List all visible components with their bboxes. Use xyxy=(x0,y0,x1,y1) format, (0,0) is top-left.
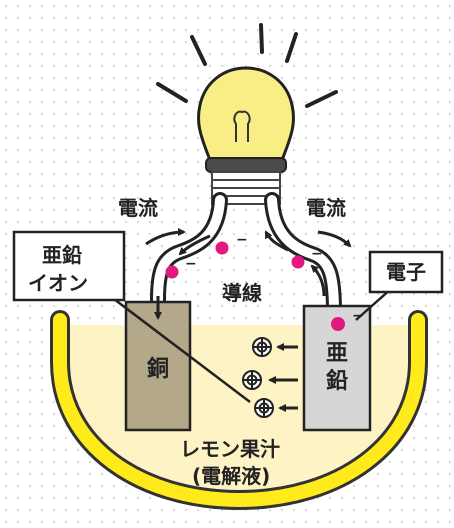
bulb-base xyxy=(205,157,287,173)
electron-sign: − xyxy=(352,308,364,324)
arrow-icon xyxy=(310,264,326,297)
wire-label: 導線 xyxy=(222,281,262,305)
electron-sign: − xyxy=(185,256,197,272)
current-arrows xyxy=(145,228,352,248)
zinc-plate xyxy=(302,304,372,432)
electrolyte-label: (電解液) xyxy=(192,464,270,488)
electron-pointer xyxy=(355,287,393,321)
zinc-ion-plus-icon xyxy=(254,398,274,418)
lemon-juice-label: レモン果汁 xyxy=(180,437,280,461)
electron-label: 電子 xyxy=(386,260,426,284)
electron-dot-icon: − xyxy=(331,308,364,331)
electron-callout: 電子 xyxy=(368,250,444,294)
zinc-ion-plus-icon xyxy=(252,337,272,357)
electron-dot-icon: − xyxy=(291,246,323,269)
bulb-filament xyxy=(233,110,251,142)
electron-arrows xyxy=(154,230,326,320)
copper-label: 銅 xyxy=(147,356,169,382)
arrow-icon xyxy=(317,230,352,248)
electron-dot-icon: − xyxy=(215,232,248,255)
electron-sign: − xyxy=(311,246,323,262)
arrow-icon xyxy=(145,228,186,246)
zinc-ion-label-line2: イオン xyxy=(28,271,88,295)
zinc-ions xyxy=(242,337,274,418)
zinc-ion-plus-icon xyxy=(242,370,262,390)
copper-plate xyxy=(124,300,192,432)
light-bulb-icon xyxy=(196,66,296,205)
zinc-ion-callout: 亜鉛 イオン xyxy=(12,230,126,302)
zinc-label-line1: 亜 xyxy=(326,341,348,366)
current-label-left: 電流 xyxy=(118,196,158,220)
zinc-label-line2: 鉛 xyxy=(326,368,348,394)
arrow-icon xyxy=(178,234,211,256)
zinc-ion-label-line1: 亜鉛 xyxy=(42,243,82,267)
electron-sign: − xyxy=(236,232,248,248)
current-label-right: 電流 xyxy=(306,196,346,220)
electron-dot-icon: − xyxy=(165,256,197,279)
zinc-ion-pointer xyxy=(109,295,251,403)
ion-arrows xyxy=(268,343,298,412)
electrons: − − − − xyxy=(165,232,364,331)
bulb-rays xyxy=(156,23,338,108)
arrow-icon xyxy=(264,230,289,252)
